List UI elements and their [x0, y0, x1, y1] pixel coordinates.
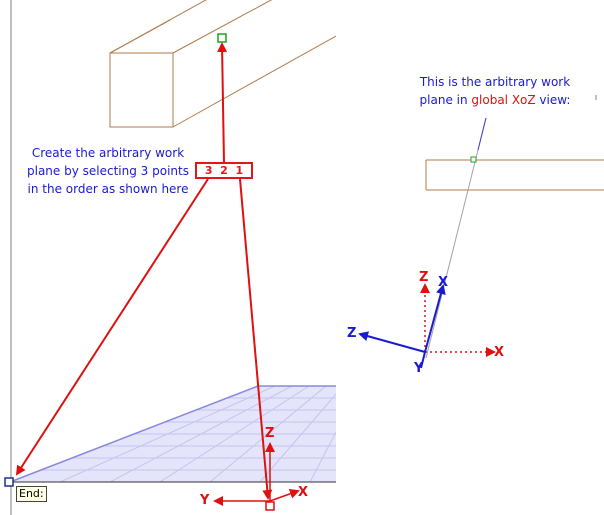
instruction-note-left: Create the arbitrary work plane by selec… [27, 146, 189, 196]
axis-label-x-right-blue: X [438, 275, 449, 290]
snap-marker-right [470, 156, 477, 163]
axis-label-z-left: Z [265, 426, 275, 441]
highlight-global-xoz: global XoZ [471, 93, 536, 107]
work-plane-edge [425, 117, 487, 359]
snap-marker-point-1 [217, 33, 227, 43]
snap-marker-point-2 [265, 501, 275, 511]
order-label-3: 3 [204, 164, 213, 177]
selection-arrows [15, 42, 273, 500]
beam-isometric [109, 0, 336, 128]
axis-label-x-left: X [298, 485, 309, 500]
arrow-point-1 [217, 42, 228, 164]
axis-label-x-right-red: X [494, 345, 505, 360]
axes-left [213, 442, 300, 506]
work-plane-grid [9, 385, 336, 483]
arrow-point-2 [239, 178, 273, 500]
axis-label-y-left: Y [200, 493, 210, 508]
axis-label-z-right-red: Z [419, 270, 429, 285]
axes-right [358, 283, 496, 369]
beam-elevation [425, 159, 604, 191]
axis-label-y-right-blue: Y [414, 361, 424, 376]
axis-label-z-right-blue: Z [347, 326, 357, 341]
snap-marker-point-3 [4, 477, 14, 487]
instruction-note-right: This is the arbitrary work plane in glob… [419, 75, 571, 107]
order-label-1: 1 [235, 164, 244, 177]
order-label-2: 2 [220, 164, 228, 177]
arrow-point-3 [15, 178, 209, 476]
snap-tooltip: End: [16, 486, 47, 502]
point-order-box: 3 2 1 [195, 162, 253, 179]
